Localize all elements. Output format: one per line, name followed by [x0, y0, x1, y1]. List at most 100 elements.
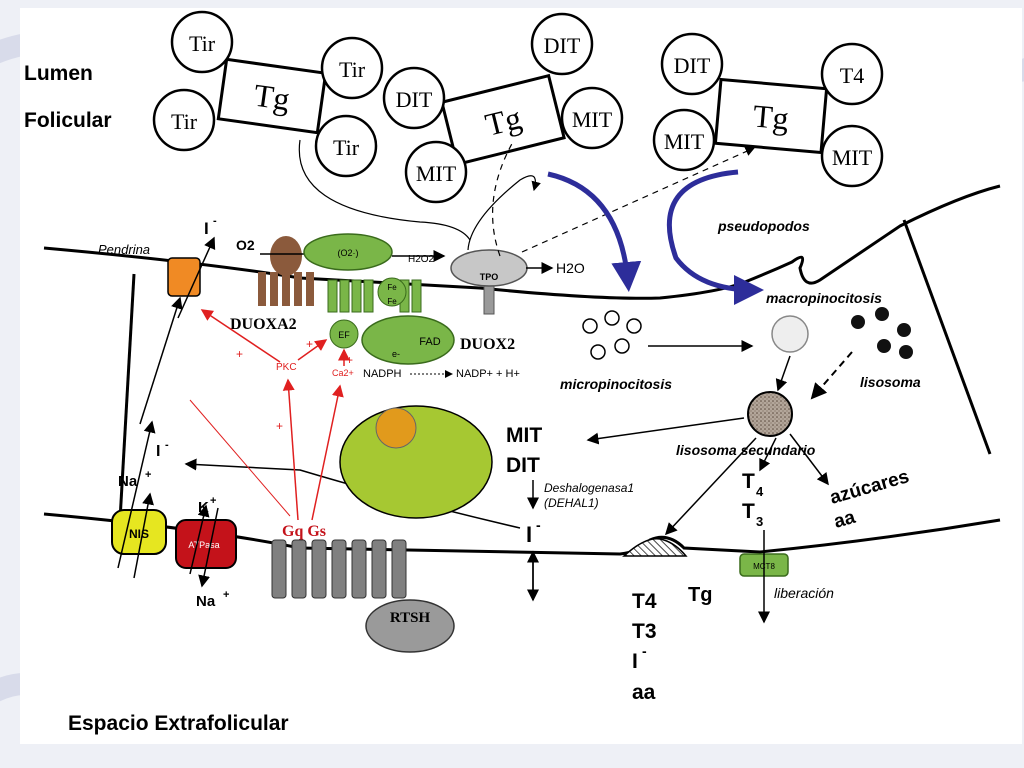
sodium-efflux-arrow: [198, 507, 219, 588]
tpo-enzyme: TPO: [450, 249, 528, 315]
extrafollicular-label: Espacio Extrafolicular: [68, 712, 289, 735]
iodide-to-pendrin-arrow: [139, 296, 183, 425]
dit-unit: DIT: [674, 53, 711, 78]
pkc-label: PKC: [276, 362, 297, 373]
o2-label: O2: [236, 237, 255, 253]
dit-label: DIT: [506, 454, 540, 477]
pkc-pendrin-signal: [200, 309, 281, 363]
lumen-label: Lumen: [24, 62, 93, 85]
tir-unit: Tir: [171, 109, 198, 134]
fad-label: FAD: [419, 336, 440, 348]
tg-label: Tg: [752, 98, 791, 137]
tir-unit: Tir: [333, 135, 360, 160]
sodium-uptake-arrow: [133, 492, 154, 579]
tpo-label: TPO: [480, 272, 499, 282]
fe-label: Fe: [387, 283, 397, 292]
mit-label: MIT: [506, 424, 542, 447]
iodide-apical-label: I: [204, 219, 209, 238]
lateral-membrane-left: [118, 273, 136, 521]
plus-sign: +: [236, 347, 243, 361]
lateral-membrane-right: [902, 219, 992, 455]
duox2-enzyme: (O2·) Fe Fe FAD e- EF: [303, 233, 455, 365]
tg-bottom-label: Tg: [688, 584, 712, 606]
sugars-arrow: [789, 433, 829, 486]
plus-sign: +: [276, 419, 283, 433]
thyroglobulin-1: Tg Tir Tir Tir Tir: [152, 10, 384, 178]
iodide-left-label: I: [156, 443, 160, 460]
rtsh-label: RTSH: [390, 610, 431, 626]
release-list: T4 T3 I - aa: [632, 590, 657, 704]
na-in-charge: +: [145, 469, 151, 481]
secondary-lysosome: [747, 391, 793, 437]
cell-nucleus: [339, 405, 493, 519]
gs-calcium-signal: [311, 384, 344, 521]
iodide-left-charge: -: [165, 439, 169, 451]
pkc-duox-signal: [297, 339, 328, 361]
nadp-label: NADP+ + H+: [456, 368, 520, 380]
release-item: T4: [632, 590, 657, 613]
iodide-center-charge: -: [536, 517, 541, 533]
dehal1-label: (DEHAL1): [544, 496, 599, 510]
coupling-dashed-arrow-2: [521, 147, 756, 253]
liberacion-label: liberación: [774, 585, 834, 601]
t3-subscript: 3: [756, 514, 763, 529]
iodination-arrow: [467, 175, 541, 251]
deshalogenasa-label: Deshalogenasa1: [544, 481, 634, 495]
duox2-label: DUOX2: [460, 336, 515, 353]
fe-label: Fe: [387, 297, 397, 306]
tg-label: Tg: [252, 77, 292, 118]
thyroglobulin-3: Tg DIT T4 MIT MIT: [652, 32, 884, 188]
atpase-label: ATPasa: [188, 540, 219, 550]
pseudopodos-label: pseudopodos: [717, 218, 810, 234]
plus-sign: +: [306, 337, 313, 351]
ef-label: EF: [338, 330, 350, 340]
lisosoma-label: lisosoma: [860, 374, 921, 390]
follicular-label: Folicular: [24, 109, 112, 132]
na-out-charge: +: [223, 589, 229, 601]
na-in-label: Na: [118, 473, 138, 490]
mit-unit: MIT: [572, 107, 613, 132]
nis-label: NIS: [129, 527, 149, 541]
nucleolus: [375, 407, 417, 449]
tir-unit: Tir: [339, 57, 366, 82]
iodide-apical-charge: -: [213, 215, 217, 227]
coupling-dashed-arrow: [492, 139, 515, 257]
pendrin-label: Pendrina: [98, 242, 150, 257]
superoxide-label: (O2·): [338, 248, 359, 258]
mit-unit: MIT: [416, 161, 457, 186]
vesicle-to-lysosome-arrow: [775, 355, 791, 392]
t4-unit: T4: [840, 63, 864, 88]
release-item: T3: [632, 620, 657, 643]
iodination-path: [298, 139, 471, 241]
release-item: aa: [632, 681, 656, 704]
pendrin-transporter: [167, 257, 201, 297]
tg-to-membrane-arrow: [664, 437, 757, 536]
h2o-label: H2O: [556, 260, 585, 276]
mit-unit: MIT: [664, 129, 705, 154]
iodide-uptake-arrow: [117, 420, 156, 569]
iodide-center-label: I: [526, 522, 532, 547]
dit-unit: DIT: [544, 33, 581, 58]
lysosome-fusion-arrow: [810, 351, 853, 400]
na-out-label: Na: [196, 593, 216, 610]
endocytosis-arrow-2: [666, 169, 764, 305]
t3-label: T: [742, 500, 755, 523]
gq-gs-label: Gq Gs: [282, 523, 326, 540]
dit-unit: DIT: [396, 87, 433, 112]
t4-subscript: 4: [756, 484, 764, 499]
release-iodide-charge: -: [642, 643, 647, 659]
k-label: K: [198, 499, 209, 516]
k-charge: +: [210, 495, 216, 507]
lisosoma-secundario-label: lisosoma secundario: [676, 442, 816, 458]
mit-unit: MIT: [832, 145, 873, 170]
mit-dit-release-arrow: [586, 417, 745, 445]
plus-sign: +: [346, 353, 353, 367]
calcium-label: Ca2+: [332, 368, 354, 378]
micropinocitosis-label: micropinocitosis: [560, 376, 672, 392]
duoxa2-complex: [258, 236, 314, 306]
micropinocytosis-vesicles: [582, 310, 642, 360]
t4-t3-arrow: [759, 437, 777, 472]
duoxa2-label: DUOXA2: [230, 316, 297, 333]
